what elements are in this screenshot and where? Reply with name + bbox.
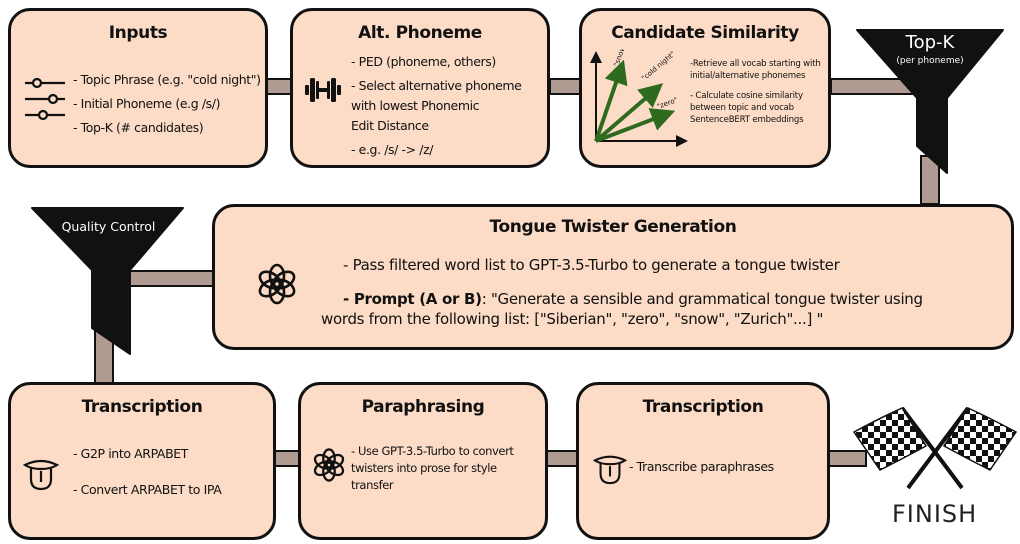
openai-logo-icon — [258, 263, 296, 305]
quality-control-funnel-label: Quality Control — [61, 219, 156, 234]
transcription-box-2: Transcription - Transcribe paraphrases — [576, 382, 830, 540]
topk-funnel-icon — [856, 29, 1004, 174]
candidate-similarity-box: Candidate Similarity "snow" "cold night"… — [579, 8, 831, 168]
dumbbell-icon — [305, 78, 341, 102]
sliders-icon — [25, 77, 65, 121]
alt-phoneme-line: - e.g. /s/ -> /z/ — [351, 142, 434, 157]
candidate-similarity-title: Candidate Similarity — [611, 23, 799, 43]
tongue-icon — [23, 459, 59, 491]
paraphrasing-box: Paraphrasing - Use GPT-3.5-Turbo to conv… — [298, 382, 548, 540]
paraphrasing-line: twisters into prose for style — [351, 461, 497, 475]
candidate-similarity-line: - Calculate cosine similarity — [690, 91, 803, 101]
paraphrasing-title: Paraphrasing — [361, 397, 485, 417]
vector-label: "snow" — [612, 49, 628, 68]
finish-label: FINISH — [892, 500, 978, 528]
alt-phoneme-line: - PED (phoneme, others) — [351, 54, 496, 69]
checkered-flags-icon — [852, 406, 1018, 490]
transcription-box-1: Transcription - G2P into ARPABET - Conve… — [8, 382, 276, 540]
alt-phoneme-box: Alt. Phoneme - PED (phoneme, others) - S… — [290, 8, 550, 168]
connector-paraphrasing-transcription — [546, 450, 578, 467]
generation-box: Tongue Twister Generation - Pass filtere… — [212, 204, 1014, 350]
paraphrasing-line: transfer — [351, 478, 394, 492]
inputs-title: Inputs — [108, 23, 168, 43]
candidate-similarity-line: between topic and vocab — [690, 103, 794, 113]
tongue-icon — [593, 455, 627, 485]
candidate-similarity-line: SentenceBERT embeddings — [690, 115, 804, 125]
generation-line: - Pass filtered word list to GPT-3.5-Tur… — [343, 256, 840, 274]
alt-phoneme-line: - Select alternative phoneme — [351, 78, 522, 93]
generation-prompt-line: - Prompt (A or B): "Generate a sensible … — [343, 289, 923, 309]
transcription-item: - Convert ARPABET to IPA — [73, 482, 222, 497]
alt-phoneme-line: Edit Distance — [351, 118, 429, 133]
inputs-item: - Initial Phoneme (e.g /s/) — [73, 96, 221, 111]
generation-title: Tongue Twister Generation — [489, 217, 737, 237]
quality-control-funnel-icon — [31, 207, 184, 355]
prompt-label: - Prompt (A or B) — [343, 290, 482, 308]
connector-altphoneme-similarity — [549, 78, 581, 95]
vector-label: "zero" — [656, 96, 679, 111]
alt-phoneme-title: Alt. Phoneme — [358, 23, 482, 43]
transcription-title-1: Transcription — [81, 397, 203, 417]
prompt-text: : "Generate a sensible and grammatical t… — [481, 290, 923, 308]
topk-funnel-sublabel: (per phoneme) — [896, 56, 964, 66]
alt-phoneme-line: with lowest Phonemic — [351, 98, 480, 113]
candidate-similarity-line: initial/alternative phonemes — [690, 71, 806, 81]
inputs-item: - Top-K (# candidates) — [73, 120, 204, 135]
vector-label: "cold night" — [640, 50, 677, 83]
topk-funnel-label: Top-K — [905, 32, 955, 53]
connector-inputs-altphoneme — [266, 78, 292, 95]
generation-prompt-line-2: words from the following list: ["Siberia… — [321, 310, 824, 328]
paraphrasing-line: - Use GPT-3.5-Turbo to convert — [351, 444, 514, 458]
transcription-title-2: Transcription — [642, 397, 764, 417]
inputs-item: - Topic Phrase (e.g. "cold night") — [73, 72, 261, 87]
transcription-item: - G2P into ARPABET — [73, 446, 188, 461]
inputs-box: Inputs - Topic Phrase (e.g. "cold night"… — [8, 8, 268, 168]
transcription-item: - Transcribe paraphrases — [629, 459, 774, 474]
candidate-similarity-line: -Retrieve all vocab starting with — [690, 59, 821, 69]
vector-plot-icon: "snow" "cold night" "zero" — [590, 49, 688, 147]
openai-logo-icon — [313, 448, 345, 482]
